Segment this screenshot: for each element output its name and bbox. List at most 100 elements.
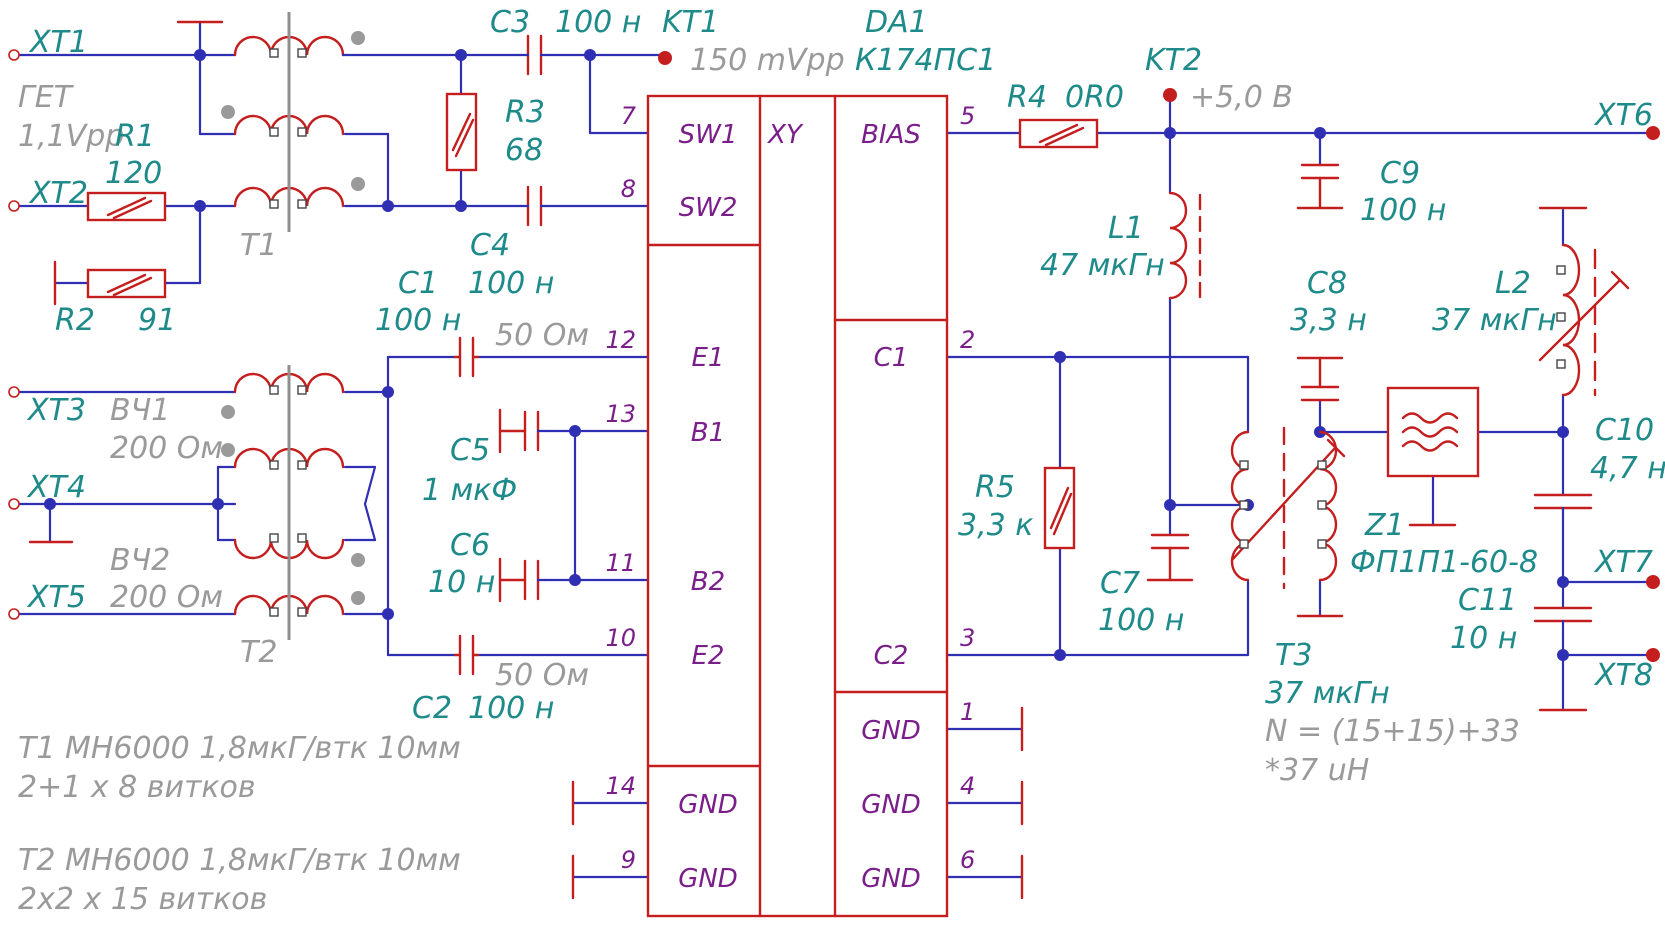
label-get: ГЕТ	[18, 80, 75, 115]
label-xt6: XT6	[1593, 98, 1653, 133]
pin-name: SW1	[679, 120, 738, 150]
resistor-r4	[1018, 118, 1099, 149]
cap-c1	[453, 336, 480, 378]
pin-name: E2	[692, 641, 725, 671]
label-c2: C2	[412, 691, 452, 726]
cap-c4	[518, 185, 547, 227]
label-t1: T1	[240, 228, 277, 263]
label-r2-value: 91	[138, 303, 176, 338]
pin-name: B1	[691, 418, 725, 448]
capacitors	[453, 34, 1593, 676]
inductor-l1	[1168, 191, 1202, 300]
label-t2: T2	[240, 635, 277, 670]
label-c9-value: 100 н	[1360, 193, 1446, 228]
cap-c5	[498, 408, 547, 454]
pin-number: 3	[960, 624, 975, 652]
note-t2-line2: 2x2 x 15 витков	[18, 882, 267, 917]
pin-number: 14	[605, 772, 636, 800]
pin-number: 8	[621, 175, 636, 203]
label-t3: T3	[1275, 638, 1312, 673]
component-labels: XT1 ГЕТ 1,1Vpp R1 120 XT2 T1 R2 91 C3 10…	[18, 5, 1665, 788]
cap-c6	[498, 557, 547, 603]
label-t3-value: 37 мкГн	[1265, 676, 1390, 711]
label-r3-value: 68	[505, 133, 543, 168]
pin-name: BIAS	[861, 120, 921, 150]
cap-c2	[453, 634, 480, 676]
filter-z1	[1386, 386, 1480, 478]
cap-c7	[1150, 533, 1190, 582]
label-kt1-value: 150 mVpp	[690, 43, 845, 78]
pin-name: GND	[678, 864, 738, 894]
pin-name: GND	[678, 790, 738, 820]
label-c4-value: 100 н	[468, 266, 554, 301]
label-ohm-1: 50 Ом	[495, 318, 589, 353]
inductor-l2	[1538, 243, 1630, 397]
junctions	[44, 49, 1569, 661]
pin-name: B2	[691, 567, 725, 597]
label-c10: C10	[1595, 413, 1654, 448]
label-xt1: XT1	[28, 25, 88, 60]
pin-number: 4	[960, 772, 975, 800]
terminals	[8, 49, 1660, 662]
pin-name: SW2	[679, 193, 738, 223]
label-r1: R1	[115, 119, 155, 154]
label-hf2-ohm: 200 Ом	[110, 580, 223, 615]
label-c9: C9	[1380, 156, 1420, 191]
label-r3: R3	[505, 95, 545, 130]
label-c3-value: 100 н	[555, 5, 641, 40]
pin-number: 7	[621, 102, 637, 130]
label-c3: C3	[490, 5, 530, 40]
pin-number: 6	[960, 846, 975, 874]
label-c11: C11	[1458, 583, 1517, 618]
pin-number: 10	[605, 624, 636, 652]
label-xt8: XT8	[1593, 658, 1653, 693]
label-c1: C1	[398, 266, 438, 301]
label-t3-uh: *37 uH	[1265, 753, 1369, 788]
label-da1: DA1	[865, 5, 928, 40]
label-hf2: ВЧ2	[110, 543, 170, 578]
resistor-r3	[445, 92, 478, 172]
note-t2-line1: T2 MH6000 1,8мкГ/втк 10мм	[18, 843, 461, 878]
cap-c3	[518, 34, 547, 76]
ground-bars	[28, 20, 1588, 900]
label-kt2-value: +5,0 В	[1190, 80, 1293, 115]
ic-center-label: XY	[766, 120, 804, 150]
cap-c11	[1533, 606, 1593, 635]
cap-c9	[1300, 163, 1340, 210]
label-r4: R4	[1007, 80, 1047, 115]
pin-number: 2	[960, 326, 975, 354]
label-c4: C4	[470, 228, 510, 263]
transformer-t3	[1230, 426, 1346, 590]
pin-number: 9	[621, 846, 636, 874]
label-vpp: 1,1Vpp	[18, 119, 124, 154]
label-r5: R5	[975, 470, 1015, 505]
label-c5: C5	[450, 433, 490, 468]
resistor-r2	[86, 268, 167, 299]
label-l2-value: 37 мкГн	[1432, 303, 1557, 338]
label-kt2: KT2	[1145, 43, 1202, 78]
ic-labels: XY 7 SW1 8 SW2 12 E1 13 B1 11 B2 10 E2 1…	[605, 102, 975, 894]
label-xt2: XT2	[28, 176, 88, 211]
cap-c8	[1296, 356, 1344, 402]
pin-number: 5	[960, 102, 975, 130]
label-c8-value: 3,3 н	[1290, 303, 1367, 338]
note-t1-line1: T1 MH6000 1,8мкГ/втк 10мм	[18, 731, 461, 766]
label-xt4: XT4	[26, 470, 86, 505]
label-r1-value: 120	[105, 156, 162, 191]
label-l1: L1	[1108, 211, 1144, 246]
note-t1-line2: 2+1 x 8 витков	[18, 770, 256, 805]
label-xt3: XT3	[26, 393, 86, 428]
resistors	[86, 92, 1099, 550]
notes: T1 MH6000 1,8мкГ/втк 10мм 2+1 x 8 витков…	[18, 731, 461, 917]
ic-da1	[646, 94, 949, 918]
pin-name: GND	[861, 864, 921, 894]
pin-name: C2	[874, 641, 909, 671]
pin-number: 11	[605, 549, 636, 577]
label-c2-value: 100 н	[468, 691, 554, 726]
pin-number: 1	[960, 698, 975, 726]
label-da1-value: К174ПС1	[855, 43, 996, 78]
label-c7: C7	[1100, 566, 1140, 601]
label-ohm-2: 50 Ом	[495, 658, 589, 693]
pin-name: GND	[861, 790, 921, 820]
